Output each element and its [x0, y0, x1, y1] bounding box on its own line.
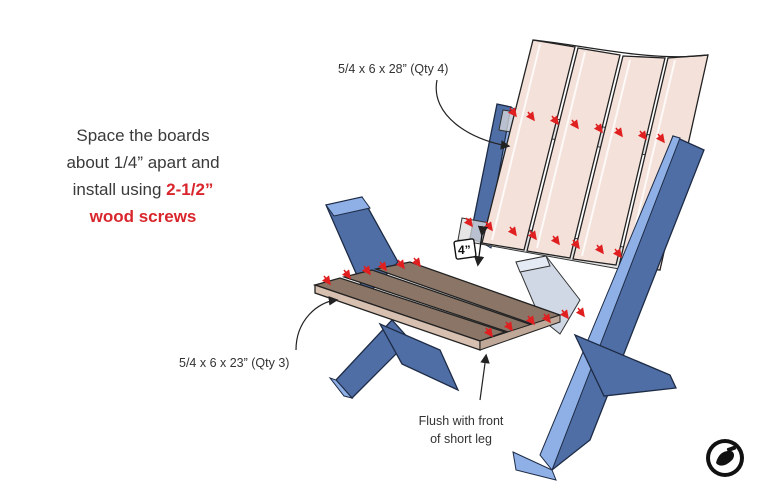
instruction-line-3: install using 2-1/2”: [28, 176, 258, 203]
seat-boards-leader: [295, 296, 339, 351]
back-board-1: [481, 39, 576, 251]
back-upper-screws: [507, 107, 665, 144]
back-board-top-edge: [532, 39, 709, 58]
instruction-line-2: about 1/4” apart and: [66, 153, 220, 172]
left-long-leg-edge: [328, 377, 354, 399]
spacing-label-box: [453, 238, 477, 260]
flush-note-line-1: Flush with front: [418, 414, 504, 428]
instruction-line-3-prefix: install using: [72, 180, 167, 199]
flush-leader: [479, 353, 490, 401]
flush-note-line-2: of short leg: [430, 432, 492, 446]
right-bottom-foot: [512, 451, 557, 481]
back-lower-screws: [463, 217, 622, 259]
instruction-text: Space the boards about 1/4” apart and in…: [28, 122, 258, 230]
seat-back-screws: [483, 307, 585, 338]
right-back-leg-edge: [539, 135, 681, 471]
spacing-dimension: 4”: [453, 225, 489, 267]
seat-boards: [312, 261, 562, 351]
left-short-leg: [378, 322, 460, 392]
spacing-label: 4”: [458, 243, 471, 257]
right-leg-assembly: [512, 135, 705, 481]
back-boards-leader: [435, 79, 511, 150]
back-boards-label: 5/4 x 6 x 28” (Qty 4): [338, 62, 449, 76]
flush-note: Flush with front of short leg: [396, 414, 526, 446]
woodworker-logo-icon: [706, 439, 744, 477]
instruction-line-1: Space the boards: [76, 126, 210, 145]
screw-type-highlight: wood screws: [89, 207, 197, 226]
seat-front-screws: [321, 257, 421, 286]
seat-boards-label: 5/4 x 6 x 23” (Qty 3): [179, 356, 290, 370]
right-armrest-top: [515, 255, 551, 273]
left-armrest-top: [325, 196, 371, 217]
callout-leaders: [295, 79, 511, 401]
back-board-3: [572, 55, 666, 266]
screw-size-highlight: 2-1/2”: [166, 180, 214, 199]
right-short-leg: [573, 333, 677, 397]
back-board-2: [526, 47, 621, 259]
